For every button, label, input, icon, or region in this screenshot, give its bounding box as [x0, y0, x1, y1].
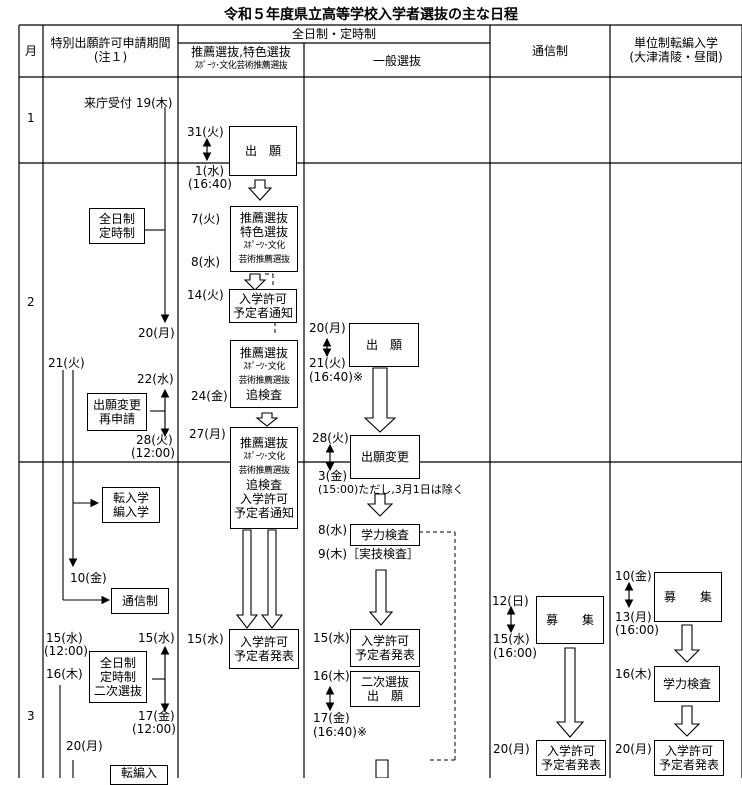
- header-general: 一般選抜: [372, 54, 421, 68]
- second-selection-box: 全日制定時制二次選抜: [89, 651, 147, 703]
- date-label: 3(金): [318, 469, 347, 483]
- time-label: (12:00): [44, 644, 88, 658]
- date-label: 10(金): [615, 569, 652, 583]
- correspondence-box: 通信制: [111, 588, 169, 614]
- date-label: 20(月): [309, 321, 346, 335]
- header-recommend: 推薦選抜,特色選抜ｽﾎﾟｰﾂ･文化芸術推薦選抜: [191, 45, 291, 71]
- change-reapply-box: 出願変更再申請: [87, 393, 147, 431]
- date-label: 16(木): [615, 667, 652, 681]
- credit-exam-box: 学力検査: [654, 666, 720, 702]
- credit-announce-box: 入学許可予定者発表: [654, 740, 724, 776]
- date-label: 28(火): [136, 433, 173, 447]
- date-label: 24(金): [191, 389, 228, 403]
- date-label: 21(火): [48, 356, 85, 370]
- header-credit: 単位制転編入学(大津清陵・昼間): [629, 36, 723, 64]
- time-label: (12:00): [131, 446, 175, 460]
- recommend-announce-box: 入学許可予定者発表: [229, 629, 299, 669]
- month-label: 1: [27, 111, 35, 125]
- date-label: 22(水): [137, 372, 174, 386]
- time-label: (16:40)※: [313, 725, 367, 739]
- date-label: 31(火): [187, 125, 224, 139]
- date-label: 8(水): [318, 523, 347, 537]
- note-label: (15:00)ただし,3月1日は除く: [318, 483, 464, 496]
- general-apply-box: 出 願: [349, 323, 419, 367]
- transfer-box: 転入学編入学: [102, 487, 160, 523]
- date-label: 14(火): [187, 288, 224, 302]
- time-label: (16:40): [188, 177, 232, 191]
- header-month: 月: [24, 44, 37, 58]
- general-announce-box: 入学許可予定者発表: [350, 629, 420, 667]
- date-label: 20(月): [66, 739, 103, 753]
- date-label: 15(水): [138, 631, 175, 645]
- date-label: 10(金): [70, 571, 107, 585]
- date-label: 8(水): [191, 255, 220, 269]
- general-change-box: 出願変更: [350, 435, 420, 479]
- date-label: 17(金): [313, 711, 350, 725]
- date-label: 20(月): [493, 742, 530, 756]
- date-label: 13(月): [615, 610, 652, 624]
- date-label: 16(木): [313, 669, 350, 683]
- time-label: (16:00): [615, 623, 659, 637]
- credit-recruit-box: 募 集: [654, 572, 722, 622]
- date-label: 16(木): [46, 667, 83, 681]
- correspondence-recruit-box: 募 集: [536, 596, 604, 644]
- recommend-apply-box: 出 願: [229, 126, 297, 176]
- date-label: 20(月): [138, 326, 175, 340]
- date-label: 21(火): [309, 356, 346, 370]
- fulltime-box: 全日制定時制: [89, 208, 145, 244]
- date-label: 17(金): [138, 709, 175, 723]
- date-label: 15(水): [493, 632, 530, 646]
- date-label: 来庁受付 19(木): [84, 96, 173, 110]
- date-label: 7(火): [191, 212, 220, 226]
- date-label: 15(水): [46, 631, 83, 645]
- recommend-exam-box: 推薦選抜特色選抜 ｽﾎﾟｰﾂ･文化芸術推薦選抜: [230, 206, 298, 272]
- general-exam-box: 学力検査: [350, 524, 420, 546]
- time-label: (12:00): [132, 722, 176, 736]
- recommend-notice-box: 入学許可予定者通知: [229, 289, 297, 323]
- date-label: 28(火): [312, 431, 349, 445]
- date-label: 20(月): [615, 742, 652, 756]
- header-special: 特別出願許可申請期間(注１): [50, 36, 171, 64]
- date-label: 1(水): [195, 164, 224, 178]
- correspondence-announce-box: 入学許可予定者発表: [536, 740, 606, 776]
- date-label: 12(日): [492, 594, 529, 608]
- recommend-reexam-notice-box: 推薦選抜 ｽﾎﾟｰﾂ･文化芸術推薦選抜 追検査入学許可予定者通知: [230, 427, 298, 529]
- month-label: 2: [27, 295, 35, 309]
- transfer-box-cut: 転編入: [110, 765, 168, 785]
- date-label: 27(月): [189, 427, 226, 441]
- recommend-reexam-box: 推薦選抜 ｽﾎﾟｰﾂ･文化芸術推薦選抜 追検査: [230, 340, 298, 408]
- header-fulltime: 全日制・定時制: [291, 27, 376, 41]
- time-label: (16:40)※: [309, 370, 363, 384]
- header-correspondence: 通信制: [531, 44, 568, 58]
- date-label: 9(木)［実技検査］: [318, 547, 419, 561]
- date-label: 15(水): [313, 631, 350, 645]
- time-label: (16:00): [493, 646, 537, 660]
- page-title: 令和５年度県立高等学校入学者選抜の主な日程: [224, 7, 518, 23]
- general-second-apply-box: 二次選抜出 願: [350, 671, 420, 707]
- month-label: 3: [27, 709, 35, 723]
- date-label: 15(水): [187, 632, 224, 646]
